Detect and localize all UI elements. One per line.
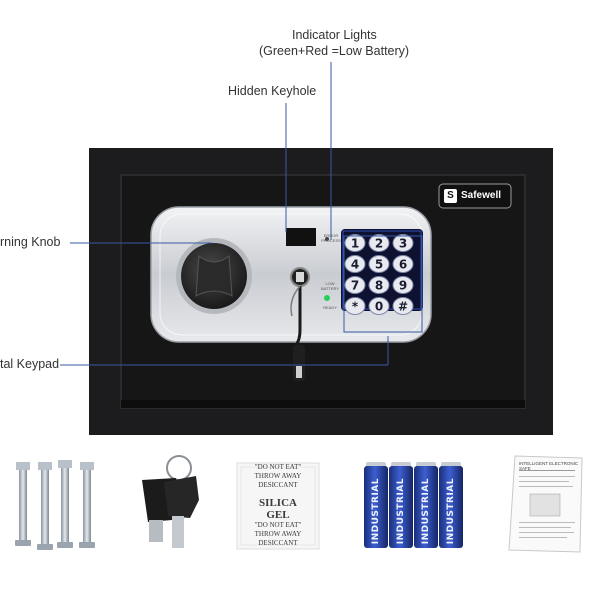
brand-badge	[438, 183, 512, 209]
callout-keypad: tal Keypad	[0, 357, 60, 371]
keypad-key-label: 9	[399, 279, 407, 293]
keypad-key-label: 3	[399, 237, 407, 251]
battery-label: INDUSTRIAL	[371, 478, 381, 545]
keypad-key	[344, 234, 366, 252]
battery-label: INDUSTRIAL	[421, 478, 431, 545]
panel-label-low-battery: LOW BATTERY	[320, 281, 340, 291]
keypad-key	[368, 234, 390, 252]
keypad-key-label: 7	[351, 279, 359, 293]
green-indicator-light	[324, 295, 330, 301]
silica-line: "DO NOT EAT"	[254, 521, 302, 529]
panel-label-error: ERROR	[323, 233, 339, 238]
silica-line: "DO NOT EAT"	[254, 463, 302, 471]
keypad-key	[368, 255, 390, 273]
batteries	[364, 462, 463, 548]
silica-text-main: SILICA GEL	[240, 497, 316, 521]
silica-line: DESICCANT	[258, 539, 298, 547]
silica-line: THROW AWAY	[254, 530, 302, 538]
silica-line: DESICCANT	[258, 481, 298, 489]
callout-indicator-lights: Indicator Lights	[292, 28, 377, 42]
keypad-key	[344, 276, 366, 294]
battery-label: INDUSTRIAL	[446, 478, 456, 545]
callout-hidden-keyhole: Hidden Keyhole	[228, 84, 317, 98]
silica-line: GEL	[266, 509, 290, 521]
spare-keys	[142, 455, 199, 548]
brand-logo-letter: S	[447, 190, 454, 201]
silica-line: THROW AWAY	[254, 472, 302, 480]
keypad-key-label: #	[398, 300, 408, 314]
panel-label-ready: READY	[323, 305, 337, 310]
panel-labels: ERROR PROCESS	[320, 233, 342, 243]
keypad-key	[392, 255, 414, 273]
manual-title: INTELLIGENT ELECTRONIC SAFE	[519, 461, 579, 471]
user-manual	[508, 455, 583, 553]
hidden-keyhole-cover	[286, 228, 316, 246]
panel-label-process: PROCESS	[321, 238, 341, 243]
callout-indicator-lights-note: (Green+Red =Low Battery)	[259, 44, 410, 58]
silica-gel-packet	[236, 462, 320, 550]
keypad: 1 2 3 4 5 6 7 8 9 * 0 #	[341, 229, 423, 315]
callout-turning-knob: rning Knob	[0, 235, 61, 249]
keypad-key-label: 5	[375, 258, 383, 272]
silica-text-bottom: "DO NOT EAT" THROW AWAY DESICCANT	[240, 521, 316, 548]
keypad-key-label: 6	[399, 258, 407, 272]
keypad-key	[392, 276, 414, 294]
keypad-key	[368, 276, 390, 294]
brand-name: Safewell	[461, 190, 502, 201]
silica-line: SILICA	[259, 497, 297, 509]
battery-label: INDUSTRIAL	[396, 478, 406, 545]
keypad-key-label: 0	[375, 300, 383, 314]
leader-lines	[60, 62, 423, 366]
keypad-key	[392, 297, 414, 315]
keypad-key	[344, 255, 366, 273]
keypad-key	[344, 297, 366, 315]
keypad-key	[368, 297, 390, 315]
red-indicator-light	[325, 237, 329, 241]
keypad-key-label: *	[352, 300, 359, 314]
expansion-bolts	[15, 460, 95, 550]
keypad-key-label: 8	[375, 279, 383, 293]
keypad-key	[392, 234, 414, 252]
keypad-key-label: 4	[351, 258, 359, 272]
silica-text-top: "DO NOT EAT" THROW AWAY DESICCANT	[240, 463, 316, 490]
keypad-key-label: 1	[351, 237, 359, 251]
keypad-key-label: 2	[375, 237, 383, 251]
